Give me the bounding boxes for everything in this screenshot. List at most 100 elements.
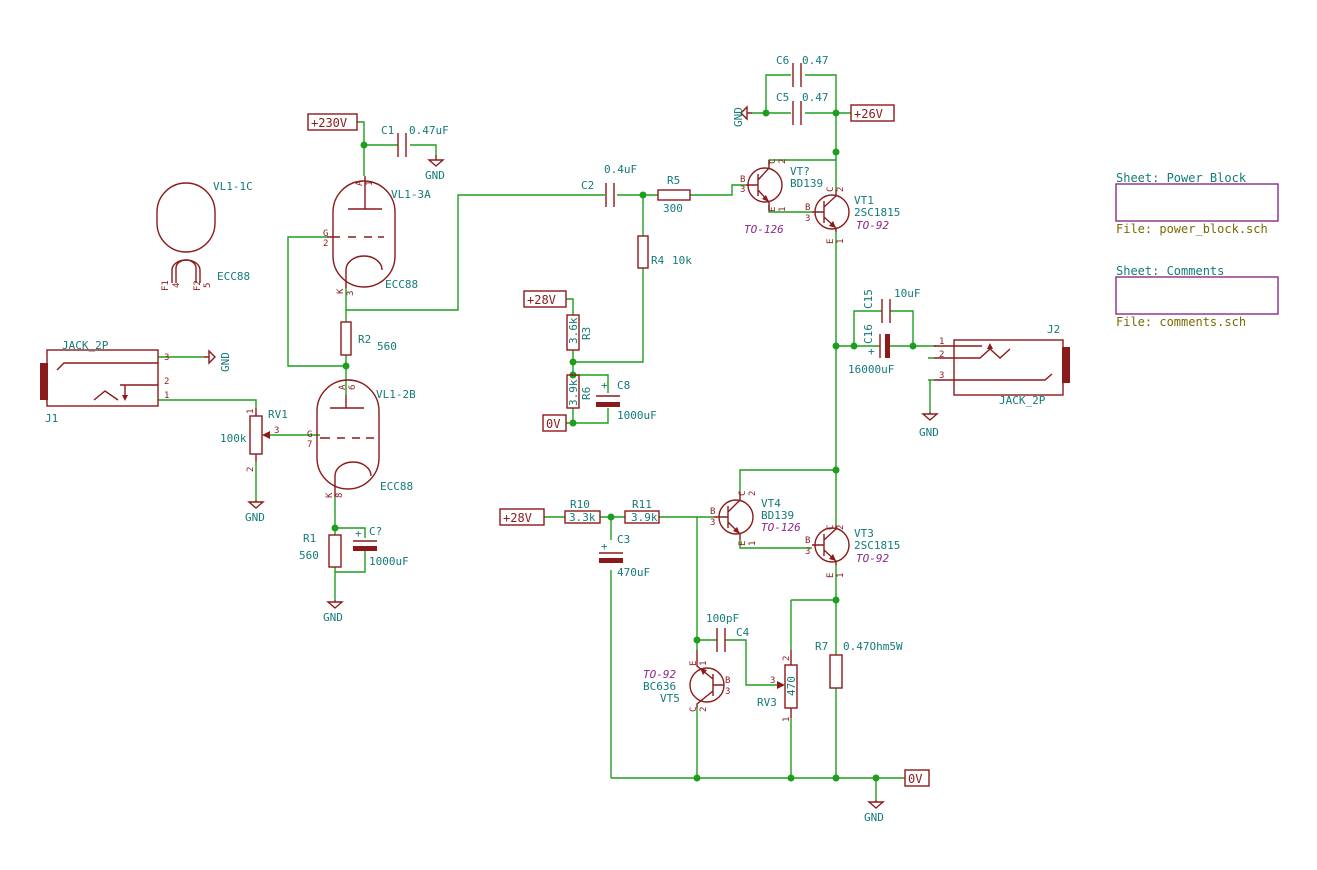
svg-text:3: 3 [725,687,730,697]
gnd-symbol-r1: GND [323,600,344,624]
resistor-r6: 3.9k R6 [566,374,593,409]
tube-vl1-2b: A 6 G 7 K 8 VL1-2B ECC88 [307,379,416,498]
power-label-0v-bottom: 0V [904,769,930,787]
power-label-26v: +26V [850,104,895,122]
svg-text:B: B [805,536,810,546]
svg-text:GND: GND [732,107,745,127]
svg-text:C5: C5 [776,91,789,104]
resistor-r2: R2 560 [340,321,397,356]
svg-text:2: 2 [782,656,792,661]
svg-text:VL1-2B: VL1-2B [376,388,416,401]
svg-text:0.47Ohm5W: 0.47Ohm5W [843,640,903,653]
capacitor-c3: + C3 470uF [599,533,650,579]
svg-text:E: E [738,541,748,546]
svg-text:560: 560 [299,549,319,562]
svg-text:VT3: VT3 [854,527,874,540]
svg-text:0.47: 0.47 [802,54,829,67]
svg-text:TO-126: TO-126 [761,521,801,534]
svg-text:JACK_2P: JACK_2P [62,339,109,352]
svg-text:+26V: +26V [854,107,883,121]
svg-text:ECC88: ECC88 [385,278,418,291]
transistor-vt3: VT3 2SC1815 TO-92 B 3 C 2 E 1 [805,525,900,578]
capacitor-c16: + C16 16000uF [848,324,894,376]
svg-text:1: 1 [782,717,792,722]
svg-text:R6: R6 [580,387,593,400]
transistor-vt4: VT4 BD139 TO-126 B 3 C 2 E 1 [710,491,801,546]
svg-text:5: 5 [203,283,213,288]
potentiometer-rv3: RV3 470 2 1 3 [757,650,798,722]
capacitor-c8: + C8 1000uF [596,379,657,422]
svg-text:C: C [738,491,748,496]
svg-text:File: comments.sch: File: comments.sch [1116,315,1246,329]
svg-text:C2: C2 [581,179,594,192]
svg-text:3.9k: 3.9k [567,379,580,406]
svg-text:2: 2 [939,350,944,360]
svg-text:3: 3 [740,185,745,195]
svg-text:C: C [768,159,778,164]
svg-text:F2: F2 [193,280,203,291]
svg-text:A: A [338,384,348,390]
svg-text:TO-126: TO-126 [744,223,784,236]
svg-text:J2: J2 [1047,323,1060,336]
svg-text:Sheet: Power Block: Sheet: Power Block [1116,171,1247,185]
svg-text:4: 4 [172,283,182,288]
svg-text:16000uF: 16000uF [848,363,894,376]
svg-text:100pF: 100pF [706,612,739,625]
svg-text:3: 3 [164,353,169,363]
svg-text:470uF: 470uF [617,566,650,579]
svg-text:R3: R3 [580,327,593,340]
svg-text:2: 2 [778,159,788,164]
svg-text:560: 560 [377,340,397,353]
svg-text:GND: GND [919,426,939,439]
resistor-r4: R4 10k [637,235,692,269]
svg-text:1: 1 [164,391,169,401]
svg-text:2: 2 [836,525,846,530]
svg-text:2: 2 [748,491,758,496]
svg-text:0V: 0V [908,772,922,786]
svg-text:3: 3 [805,214,810,224]
svg-text:3: 3 [805,547,810,557]
svg-text:C8: C8 [617,379,630,392]
svg-text:3.6k: 3.6k [567,317,580,344]
capacitor-c1: C1 0.47uF [381,124,449,157]
capacitor-c4: 100pF C4 [706,612,750,652]
svg-text:300: 300 [663,202,683,215]
svg-text:B: B [725,676,730,686]
svg-text:E: E [826,573,836,578]
svg-text:C: C [826,187,836,192]
svg-text:B: B [710,507,715,517]
svg-text:+: + [868,345,875,358]
svg-text:3: 3 [770,676,775,686]
svg-text:E: E [826,239,836,244]
svg-text:+: + [601,379,608,392]
capacitor-cq: + C? 1000uF [353,525,409,568]
svg-text:R4: R4 [651,254,665,267]
svg-text:R1: R1 [303,532,316,545]
svg-text:3.9k: 3.9k [631,511,658,524]
svg-text:3: 3 [710,518,715,528]
gnd-symbol-j1: GND [204,349,232,372]
svg-text:K: K [336,288,346,294]
svg-text:6: 6 [348,385,358,390]
svg-text:2: 2 [836,187,846,192]
svg-text:1: 1 [699,661,709,666]
svg-text:+28V: +28V [527,293,556,307]
svg-text:E: E [689,661,699,666]
power-label-230v: +230V [307,113,358,131]
svg-text:2: 2 [699,707,709,712]
svg-text:0V: 0V [546,417,560,431]
svg-text:C6: C6 [776,54,789,67]
svg-text:2: 2 [246,467,256,472]
svg-text:470: 470 [785,676,798,696]
gnd-symbol-j2: GND [919,412,939,439]
svg-text:1: 1 [836,573,846,578]
transistor-vt1: VT1 2SC1815 TO-92 B 3 C 2 E 1 [805,187,900,244]
svg-text:C4: C4 [736,626,750,639]
sheet-comments[interactable]: Sheet: Comments File: comments.sch [1115,264,1279,329]
sheet-power-block[interactable]: Sheet: Power Block File: power_block.sch [1115,171,1279,236]
gnd-symbol-c1: GND [425,155,445,182]
svg-text:JACK_2P: JACK_2P [999,394,1046,407]
resistor-r1: R1 560 [299,532,342,568]
power-label-28v-top: +28V [523,290,567,308]
